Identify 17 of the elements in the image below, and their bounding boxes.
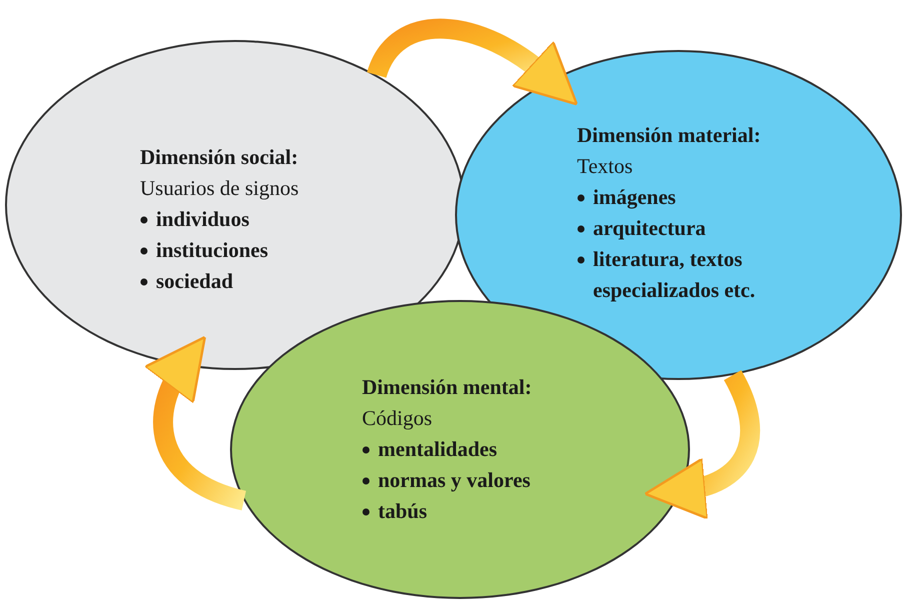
subheading: Textos (577, 153, 634, 180)
heading: Dimensión social: (140, 144, 300, 171)
subheading: Usuarios de signos (140, 175, 300, 202)
list-item: instituciones (140, 235, 440, 266)
list-item: individuos (140, 204, 440, 235)
curved-arrow (367, 18, 580, 104)
list-item: tabús (362, 496, 642, 527)
list-item: literatura, textos especializados etc. (577, 244, 827, 306)
list-item: sociedad (140, 266, 440, 297)
heading: Dimensión mental: (362, 374, 533, 401)
list-item: normas y valores (362, 465, 642, 496)
subheading: Códigos (362, 405, 434, 432)
list-item: arquitectura (577, 213, 827, 244)
heading: Dimensión material: (577, 122, 762, 149)
curved-arrow (144, 334, 247, 510)
list-item: mentalidades (362, 434, 642, 465)
list-item: imágenes (577, 182, 827, 213)
